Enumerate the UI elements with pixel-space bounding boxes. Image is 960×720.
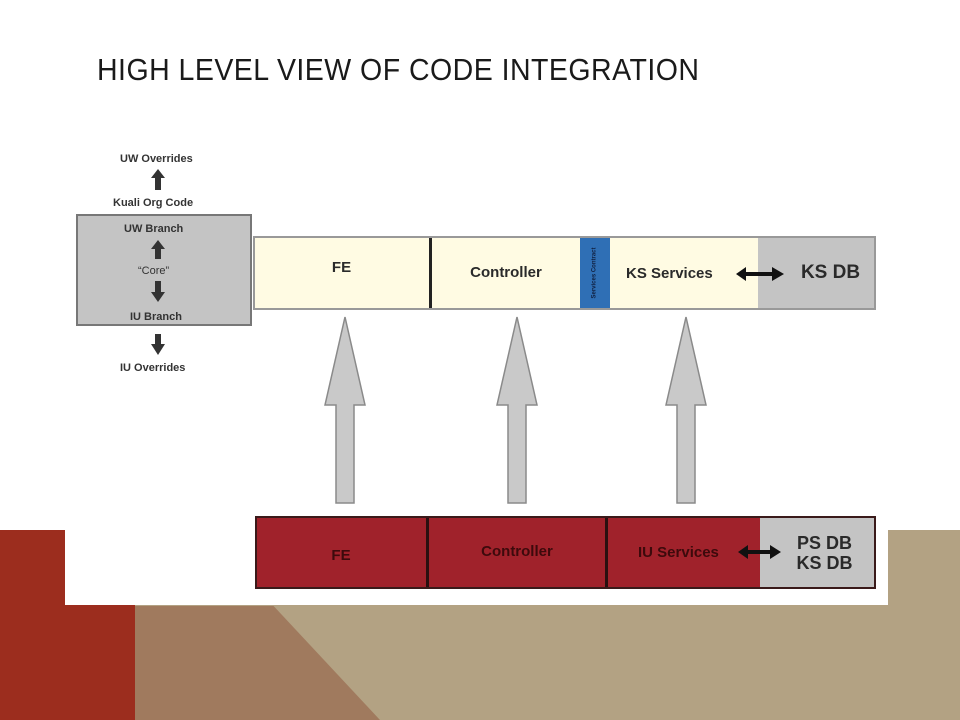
bottom-ps-db-label: PS DB — [796, 532, 852, 553]
big-up-arrow-fe — [324, 316, 366, 504]
bottom-iu-services-box: IU Services — [608, 517, 760, 588]
bottom-ks-db-label: KS DB — [796, 552, 853, 573]
top-ks-services-box: KS Services — [610, 237, 758, 309]
top-ks-db-label: KS DB — [800, 262, 861, 283]
big-up-arrow-services — [665, 316, 707, 504]
kuali-org-code-label: Kuali Org Code — [113, 197, 194, 209]
top-ks-services-label: KS Services — [626, 264, 713, 282]
small-up-arrow-uw — [151, 240, 165, 259]
iu-branch-label: IU Branch — [130, 311, 182, 323]
core-label: “Core” — [138, 265, 170, 277]
ps-db-double-arrow — [738, 545, 781, 559]
small-down-arrow-iu — [151, 281, 165, 302]
small-up-arrow-top — [151, 169, 165, 190]
services-contract-box: Services Contract — [580, 237, 610, 309]
slide-title: HIGH LEVEL VIEW OF CODE INTEGRATION — [97, 52, 700, 87]
bottom-controller-label: Controller — [481, 543, 553, 560]
ks-db-double-arrow — [736, 267, 784, 281]
uw-branch-label: UW Branch — [124, 223, 184, 235]
small-down-arrow-bottom — [151, 334, 165, 355]
top-row-frame — [253, 236, 876, 310]
bottom-row-frame — [255, 516, 876, 589]
big-up-arrow-controller — [496, 316, 538, 504]
bottom-iu-services-label: IU Services — [638, 544, 719, 561]
top-fe-box: FE — [254, 237, 429, 309]
bottom-fe-label: FE — [331, 547, 351, 564]
top-fe-label: FE — [331, 258, 352, 276]
bottom-db-box: PS DB KS DB — [760, 517, 875, 588]
iu-overrides-label: IU Overrides — [120, 362, 186, 374]
top-controller-label: Controller — [470, 263, 542, 281]
bottom-fe-box: FE — [256, 517, 429, 588]
uw-overrides-label: UW Overrides — [120, 153, 193, 165]
core-branch-box — [76, 214, 252, 326]
bottom-controller-box: Controller — [429, 517, 608, 588]
top-controller-box: Controller — [429, 237, 580, 309]
